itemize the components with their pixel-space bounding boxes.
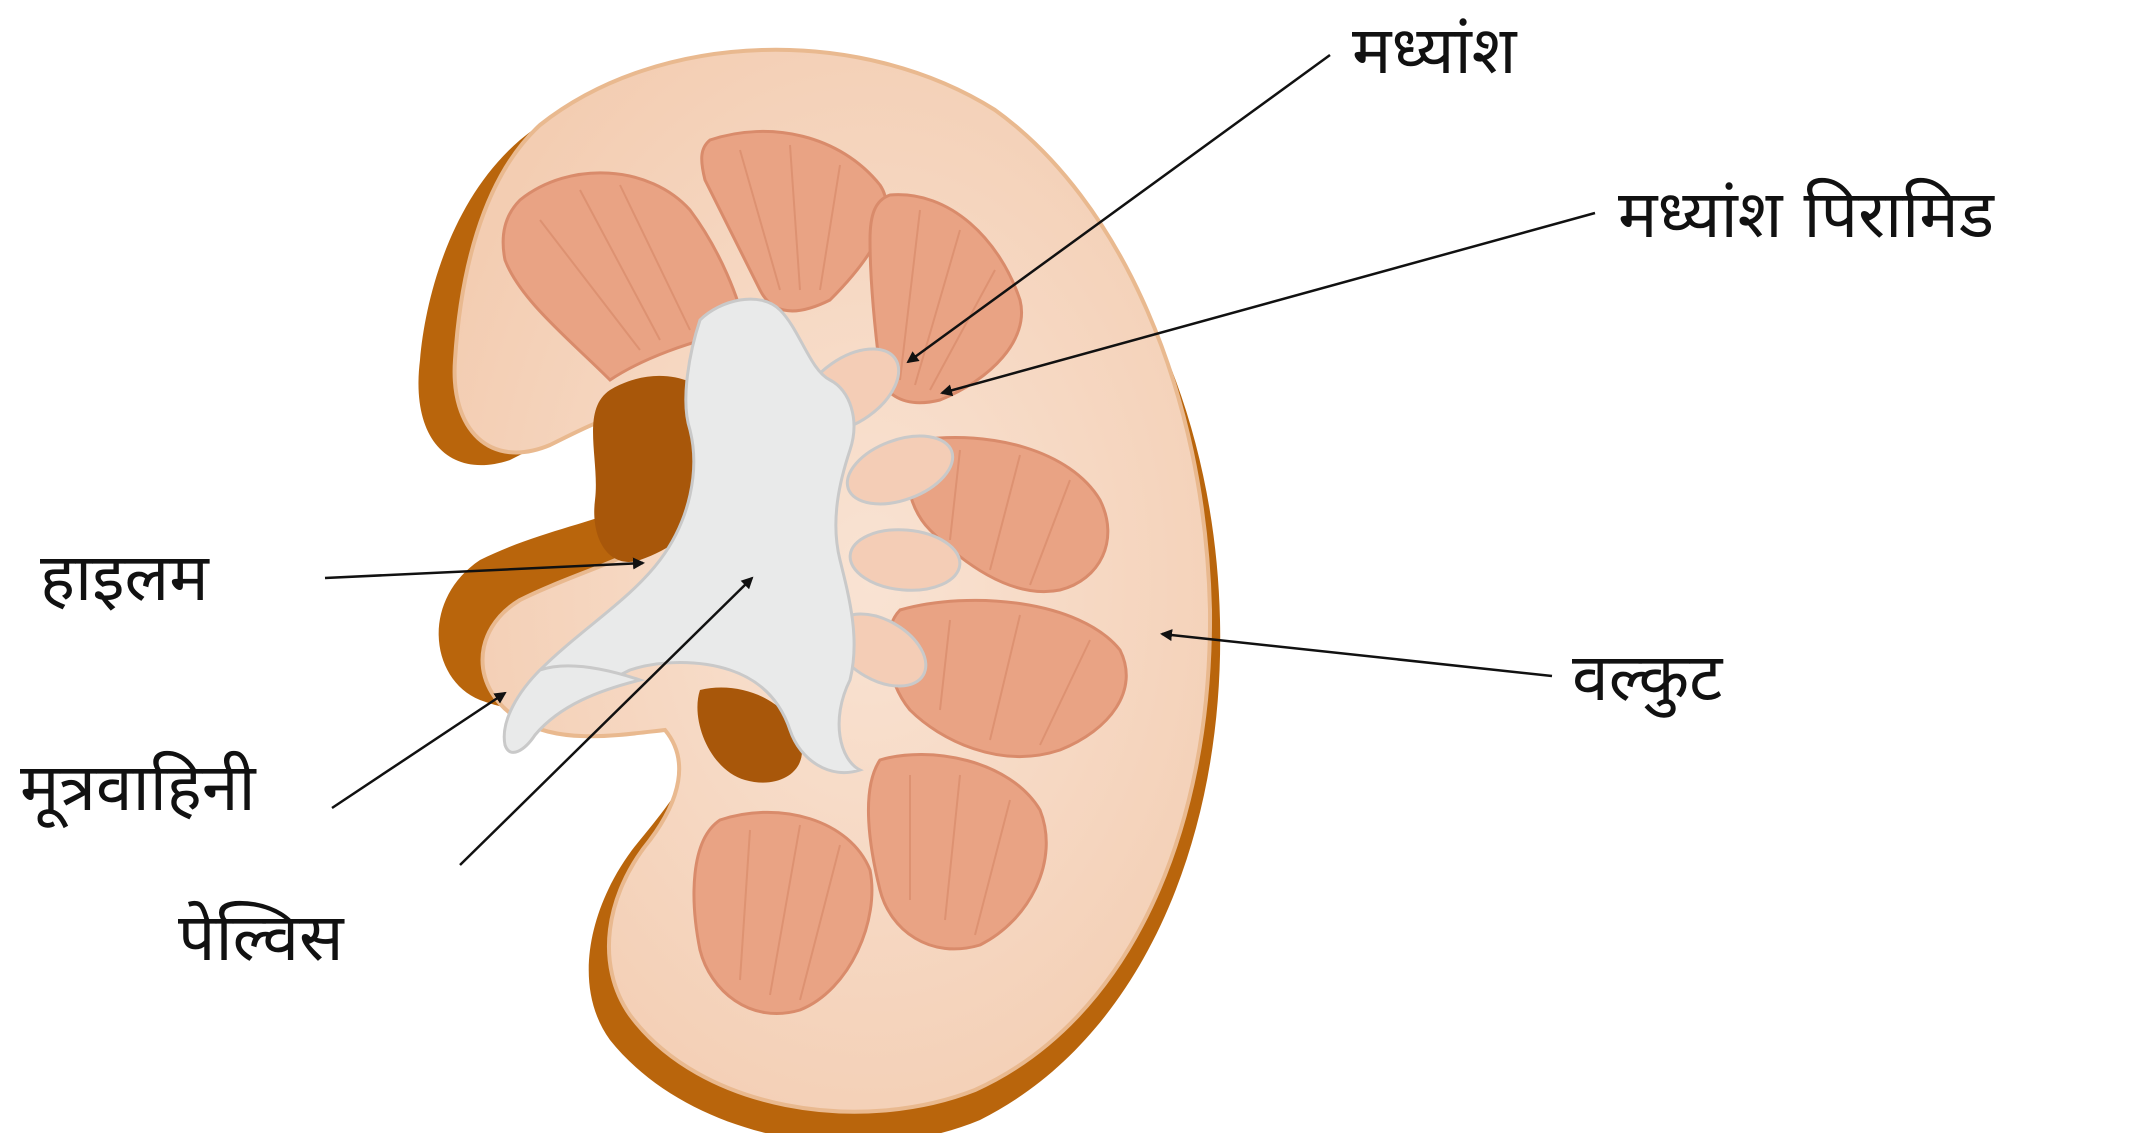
label-cortex: वल्कुट xyxy=(1572,645,1722,711)
label-ureter: मूत्रवाहिनी xyxy=(20,755,256,821)
label-hilum: हाइलम xyxy=(40,545,209,611)
pointer-ureter xyxy=(332,693,505,808)
label-medullary-pyramid: मध्यांश पिरामिड xyxy=(1618,182,1994,248)
pointer-cortex xyxy=(1162,634,1552,676)
label-pelvis: पेल्विस xyxy=(178,905,344,971)
label-medulla: मध्यांश xyxy=(1352,18,1517,84)
